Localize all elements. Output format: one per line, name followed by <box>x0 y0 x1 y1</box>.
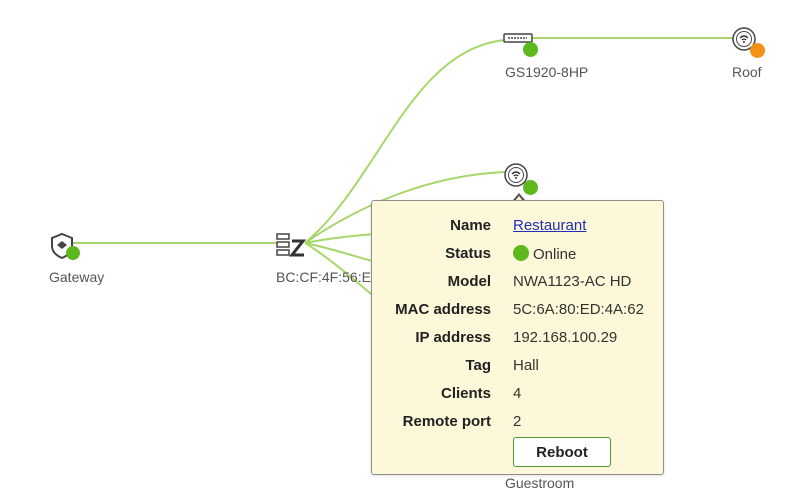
wifi-ap-icon <box>732 27 756 51</box>
gateway-status-dot <box>66 246 80 260</box>
roof-ap-node[interactable] <box>732 27 768 61</box>
restaurant-status-dot <box>523 180 538 195</box>
online-status-icon <box>513 245 529 261</box>
switch-node[interactable] <box>276 232 308 260</box>
popup-row-mac: MAC address 5C:6A:80:ED:4A:62 <box>372 301 665 321</box>
popup-row-remote-port: Remote port 2 <box>372 413 665 433</box>
wifi-ap-icon <box>504 163 528 187</box>
gs1920-node[interactable] <box>503 31 539 59</box>
clients-value: 4 <box>513 385 522 402</box>
gateway-node[interactable] <box>48 232 80 262</box>
switch-node-label: BC:CF:4F:56:E <box>276 269 371 285</box>
popup-row-tag: Tag Hall <box>372 357 665 377</box>
restaurant-ap-node[interactable] <box>504 163 540 197</box>
link-switch-restaurant <box>304 171 506 244</box>
link-switch-guestroom-2 <box>304 242 377 263</box>
gs1920-status-dot <box>523 42 538 57</box>
name-key: Name <box>450 217 491 234</box>
gs1920-label: GS1920-8HP <box>505 64 589 80</box>
switch-device-icon <box>503 33 533 43</box>
popup-row-status: Status Online <box>372 245 665 265</box>
status-key: Status <box>445 245 491 262</box>
remote-port-value: 2 <box>513 413 522 430</box>
popup-row-name: Name Restaurant <box>372 217 665 237</box>
gateway-label: Gateway <box>49 269 105 285</box>
remote-port-key: Remote port <box>402 413 491 430</box>
ip-key: IP address <box>415 329 491 346</box>
device-name-link[interactable]: Restaurant <box>513 217 587 234</box>
popup-row-ip: IP address 192.168.100.29 <box>372 329 665 349</box>
tag-key: Tag <box>465 357 491 374</box>
tag-value: Hall <box>513 357 539 374</box>
switch-z-icon <box>276 233 307 257</box>
popup-row-model: Model NWA1123-AC HD <box>372 273 665 293</box>
popup-row-clients: Clients 4 <box>372 385 665 405</box>
ip-value: 192.168.100.29 <box>513 329 618 346</box>
status-value: Online <box>533 246 577 263</box>
clients-key: Clients <box>440 385 491 402</box>
reboot-button[interactable]: Reboot <box>513 437 611 467</box>
device-info-popup: Name Restaurant Status Online Model NWA1… <box>371 200 664 475</box>
link-switch-gs1920 <box>304 39 506 244</box>
roof-label: Roof <box>732 64 762 80</box>
mac-value: 5C:6A:80:ED:4A:62 <box>513 301 644 318</box>
link-switch-guestroom-3 <box>304 242 377 299</box>
guestroom-label: Guestroom <box>505 475 575 491</box>
model-value: NWA1123-AC HD <box>513 273 632 290</box>
model-key: Model <box>447 273 491 290</box>
mac-key: MAC address <box>395 301 491 318</box>
roof-status-dot <box>750 43 765 58</box>
